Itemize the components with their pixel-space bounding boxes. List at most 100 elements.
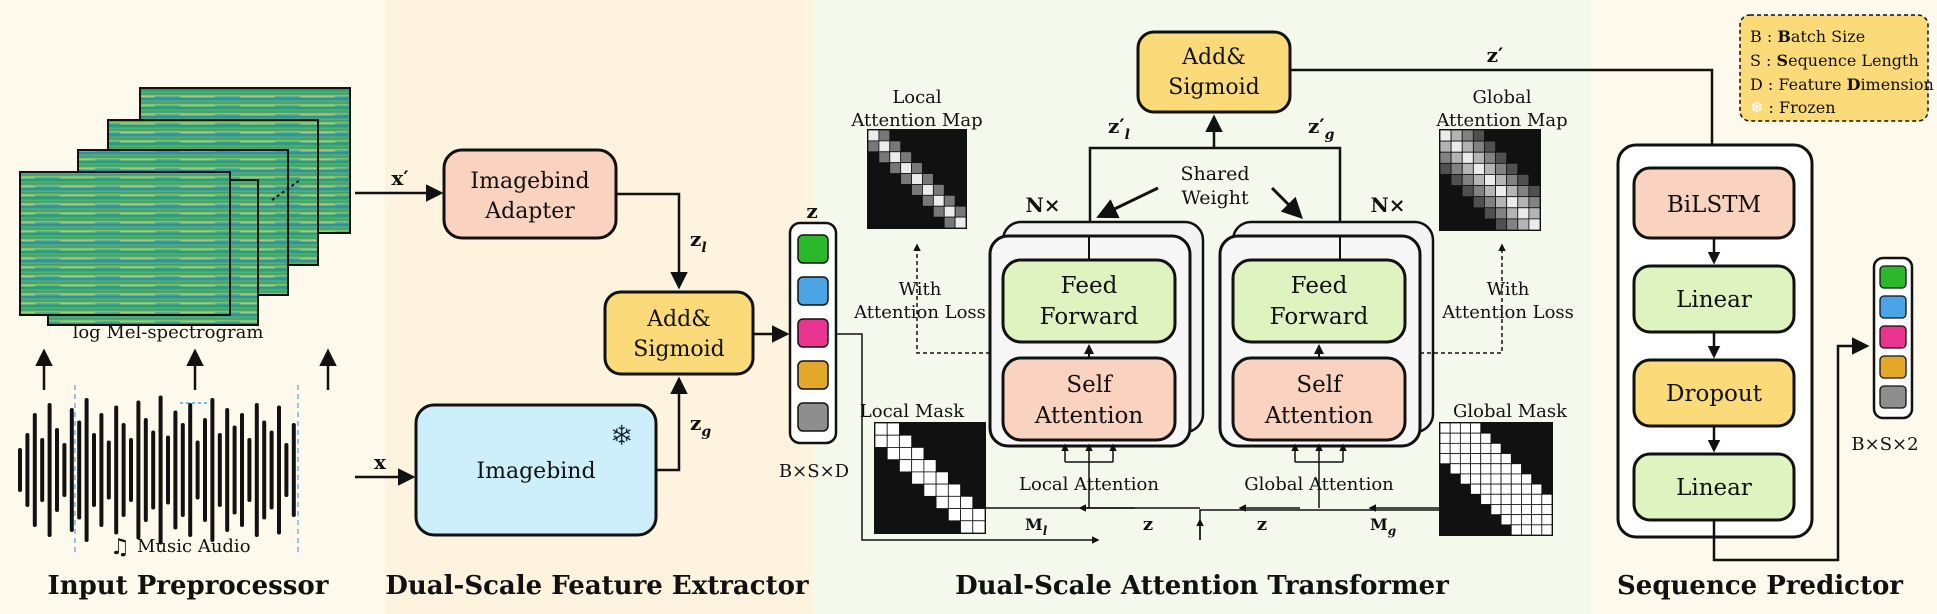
map-cell — [1528, 196, 1541, 209]
map-cell — [889, 140, 902, 153]
svg-text:Feed: Feed — [1291, 273, 1348, 299]
section-title-input: Input Preprocessor — [48, 571, 329, 601]
mask-cell — [1470, 453, 1482, 465]
local-encoder-stack: Feed Forward Self Attention — [988, 220, 1205, 468]
dropout-box: Dropout — [1632, 358, 1796, 428]
mask-cell — [1531, 493, 1543, 505]
token-5 — [797, 402, 829, 432]
extractor-add-sigmoid-box: Add& Sigmoid — [603, 290, 755, 376]
z-bottom-right-label: z — [1257, 514, 1267, 535]
mask-cell — [899, 459, 913, 473]
mask-cell — [1459, 432, 1471, 444]
out-token-5 — [1879, 385, 1907, 409]
map-cell — [1439, 162, 1452, 175]
map-cell — [943, 216, 956, 229]
m-g-label: Mg — [1370, 515, 1396, 538]
mask-cell — [1470, 422, 1482, 434]
mask-cell — [947, 483, 961, 497]
mask-cell — [947, 495, 961, 509]
map-cell — [1472, 174, 1485, 186]
mask-cell — [1470, 473, 1482, 485]
mask-cell — [1449, 442, 1461, 454]
svg-text:Feed: Feed — [1061, 273, 1118, 299]
local-mask-label: Local Mask — [860, 401, 965, 422]
global-attention-map — [1439, 129, 1541, 231]
map-cell — [1461, 140, 1474, 153]
legend-item-batch: B : Batch Size — [1750, 27, 1865, 46]
map-cell — [1439, 151, 1452, 164]
mask-cell — [1439, 453, 1451, 465]
mask-cell — [1510, 514, 1522, 526]
mask-cell — [911, 471, 925, 485]
mask-cell — [1510, 493, 1522, 505]
out-token-4 — [1879, 355, 1907, 379]
spectrogram-label: log Mel-spectrogram — [73, 322, 264, 343]
svg-text:Self: Self — [1296, 372, 1343, 398]
out-token-2 — [1879, 295, 1907, 319]
adapter-to-add-arrow — [616, 192, 688, 290]
audio-label: Music Audio — [137, 536, 251, 557]
svg-text:Forward: Forward — [1270, 304, 1369, 330]
map-cell — [878, 140, 891, 153]
svg-text:Adapter: Adapter — [484, 199, 575, 224]
map-cell — [1450, 151, 1463, 164]
map-cell — [1461, 162, 1474, 175]
mask-cell — [960, 508, 974, 522]
local-map-label-2: Attention Map — [850, 110, 982, 131]
music-note-icon: ♫ — [110, 535, 130, 560]
mask-cell — [1490, 483, 1502, 495]
global-encoder-stack: Feed Forward Self Attention — [1218, 220, 1435, 468]
mask-cell — [1449, 453, 1461, 465]
mask-cell — [1510, 483, 1522, 495]
map-cell — [1528, 207, 1541, 220]
local-with-label-1: With — [899, 279, 942, 300]
mask-cell — [1510, 473, 1522, 485]
map-cell — [1506, 185, 1519, 198]
token-2 — [797, 276, 829, 306]
bottom-routing — [836, 333, 1440, 544]
section-title-extractor: Dual-Scale Feature Extractor — [385, 571, 809, 601]
map-cell — [1472, 140, 1485, 153]
mask-cell — [1521, 473, 1533, 485]
mask-cell — [972, 520, 986, 534]
map-cell — [1484, 140, 1496, 153]
svg-text:Sigmoid: Sigmoid — [1168, 75, 1259, 100]
map-cell — [1517, 174, 1530, 186]
mask-cell — [911, 447, 925, 461]
z-shape-label: B×S×D — [779, 461, 849, 482]
map-cell — [1495, 174, 1508, 186]
mask-cell — [1490, 463, 1502, 475]
map-cell — [867, 140, 880, 153]
mask-cell — [1521, 514, 1533, 526]
linear-2-box: Linear — [1632, 452, 1796, 522]
section-title-predictor: Sequence Predictor — [1617, 571, 1903, 601]
z-g-prime-label: z′g — [1308, 114, 1335, 143]
legend-item-feature: D : Feature Dimension — [1750, 75, 1934, 94]
mask-cell — [1541, 524, 1553, 536]
bilstm-box: BiLSTM — [1632, 166, 1796, 240]
x-label: x — [374, 450, 387, 474]
global-with-label-1: With — [1487, 279, 1530, 300]
local-attention-loss-arrow — [913, 243, 990, 354]
m-l-label: Ml — [1025, 515, 1048, 538]
map-cell — [1472, 196, 1485, 209]
mask-cell — [1500, 473, 1512, 485]
map-cell — [954, 216, 967, 229]
mask-cell — [1480, 432, 1492, 444]
mask-cell — [1500, 463, 1512, 475]
waveform-dividers — [74, 385, 299, 555]
z-l-label: zl — [690, 227, 707, 256]
global-map-label-2: Attention Map — [1435, 110, 1567, 131]
mask-cell — [1439, 432, 1451, 444]
mask-cell — [923, 459, 937, 473]
mask-cell — [1480, 453, 1492, 465]
svg-text:Dropout: Dropout — [1666, 381, 1763, 407]
z-token-column — [788, 221, 838, 445]
n-left-label: N× — [1025, 193, 1060, 217]
mask-cell — [1490, 473, 1502, 485]
local-with-label-2: Attention Loss — [853, 302, 986, 323]
mask-cell — [1470, 483, 1482, 495]
out-token-1 — [1879, 265, 1907, 289]
map-cell — [1506, 196, 1519, 209]
map-cell — [1495, 196, 1508, 209]
